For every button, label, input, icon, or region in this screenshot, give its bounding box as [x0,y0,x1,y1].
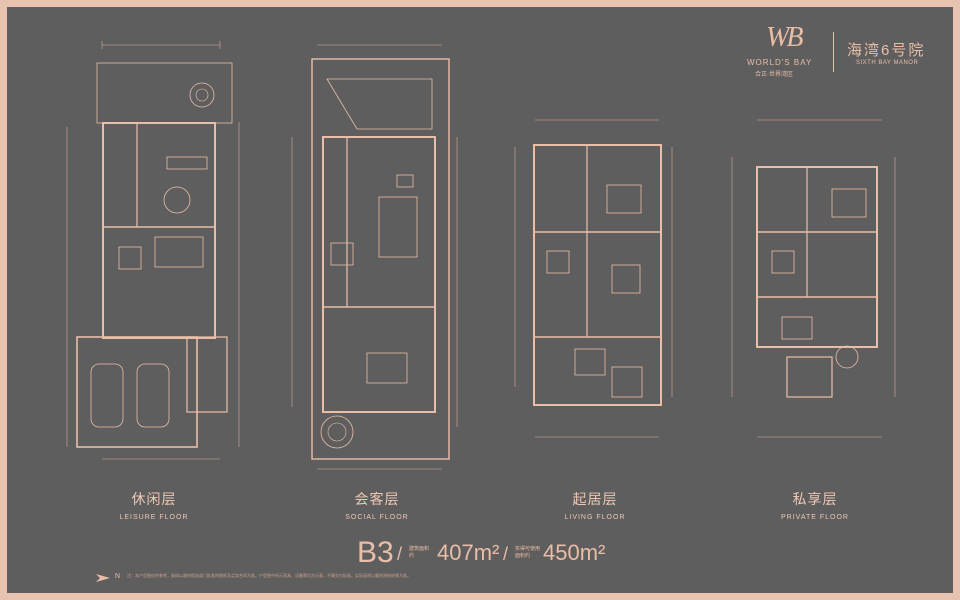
disclaimer-text: 注：本户型图仅供参考，具体以政府相关部门批准的图纸及买卖合同为准。户型图中所示家… [127,573,411,578]
floor-name-cn: 会客层 [354,491,400,507]
project-subtitle: SIXTH BAY MANOR [856,60,919,66]
unit-separator: / [503,544,509,564]
floor-name-en: SOCIAL FLOOR [345,514,409,521]
unit-separator: / [397,544,403,564]
area2-label: 实得可使用面积约 [515,546,541,559]
compass: N [94,572,128,584]
brand-logo: WB [766,22,803,53]
area1-value: 407m² [437,540,500,565]
social-floor-plan [291,44,458,470]
floor-label-leisure: 休闲层 LEISURE FLOOR [94,489,214,521]
floor-name-cn: 私享层 [792,491,838,507]
brand-name-cn: 合正·世界湾区 [755,72,793,78]
floor-plans-drawing [66,41,896,470]
brand-name: WORLD'S BAY [747,58,813,67]
project-title: 海湾6号院 [847,42,926,59]
compass-label: N [115,573,121,580]
floor-label-social: 会客层 SOCIAL FLOOR [317,489,437,521]
floor-name-en: LEISURE FLOOR [119,514,189,521]
area2-value: 450m² [543,540,606,565]
floor-name-en: PRIVATE FLOOR [781,514,849,521]
floor-label-private: 私享层 PRIVATE FLOOR [755,489,875,521]
north-arrow-icon [96,574,110,582]
floor-name-cn: 休闲层 [131,491,177,507]
floor-name-en: LIVING FLOOR [564,514,626,521]
unit-info: B3 / 建筑面积 约 407m² / 实得可使用面积约 450m² [357,532,637,572]
floor-plan-sheet: WB WORLD'S BAY 合正·世界湾区 海湾6号院 SIXTH BAY M… [7,7,953,593]
area1-label: 建筑面积 约 [409,546,430,559]
brand-divider [833,32,834,72]
private-floor-plan [731,119,896,438]
leisure-floor-plan [66,41,240,460]
brand-block: WB WORLD'S BAY 合正·世界湾区 海湾6号院 SIXTH BAY M… [747,22,947,82]
unit-type: B3 [357,536,394,569]
floor-name-cn: 起居层 [572,491,618,507]
living-floor-plan [514,119,673,438]
floor-label-living: 起居层 LIVING FLOOR [535,489,655,521]
